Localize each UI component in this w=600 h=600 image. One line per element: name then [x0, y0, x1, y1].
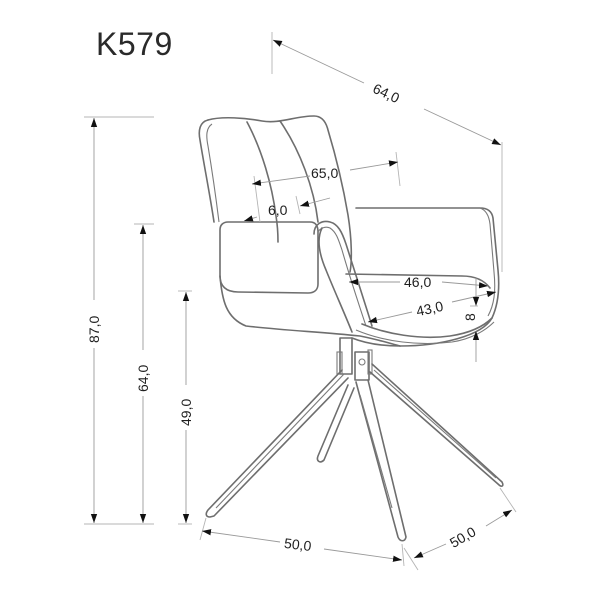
label-backrest-thickness: 6,0 [268, 202, 288, 218]
label-base-side: 50,0 [447, 523, 479, 551]
label-seat-width: 46,0 [404, 274, 431, 290]
dimension-labels: 64,0 65,0 6,0 46,0 43,0 8 87,0 64,0 49,0… [86, 80, 479, 554]
label-base-front: 50,0 [283, 535, 312, 554]
dimension-lines [84, 32, 517, 571]
label-armrest-height: 64,0 [135, 365, 151, 392]
label-seat-depth: 43,0 [415, 298, 445, 319]
label-total-height: 87,0 [86, 316, 102, 343]
label-depth-top: 64,0 [371, 80, 403, 106]
chair-outline [198, 115, 504, 542]
label-backrest-width: 65,0 [311, 165, 338, 181]
label-seat-thickness: 8 [462, 313, 478, 321]
model-title: K579 [96, 26, 173, 62]
label-seat-height: 49,0 [178, 399, 194, 426]
